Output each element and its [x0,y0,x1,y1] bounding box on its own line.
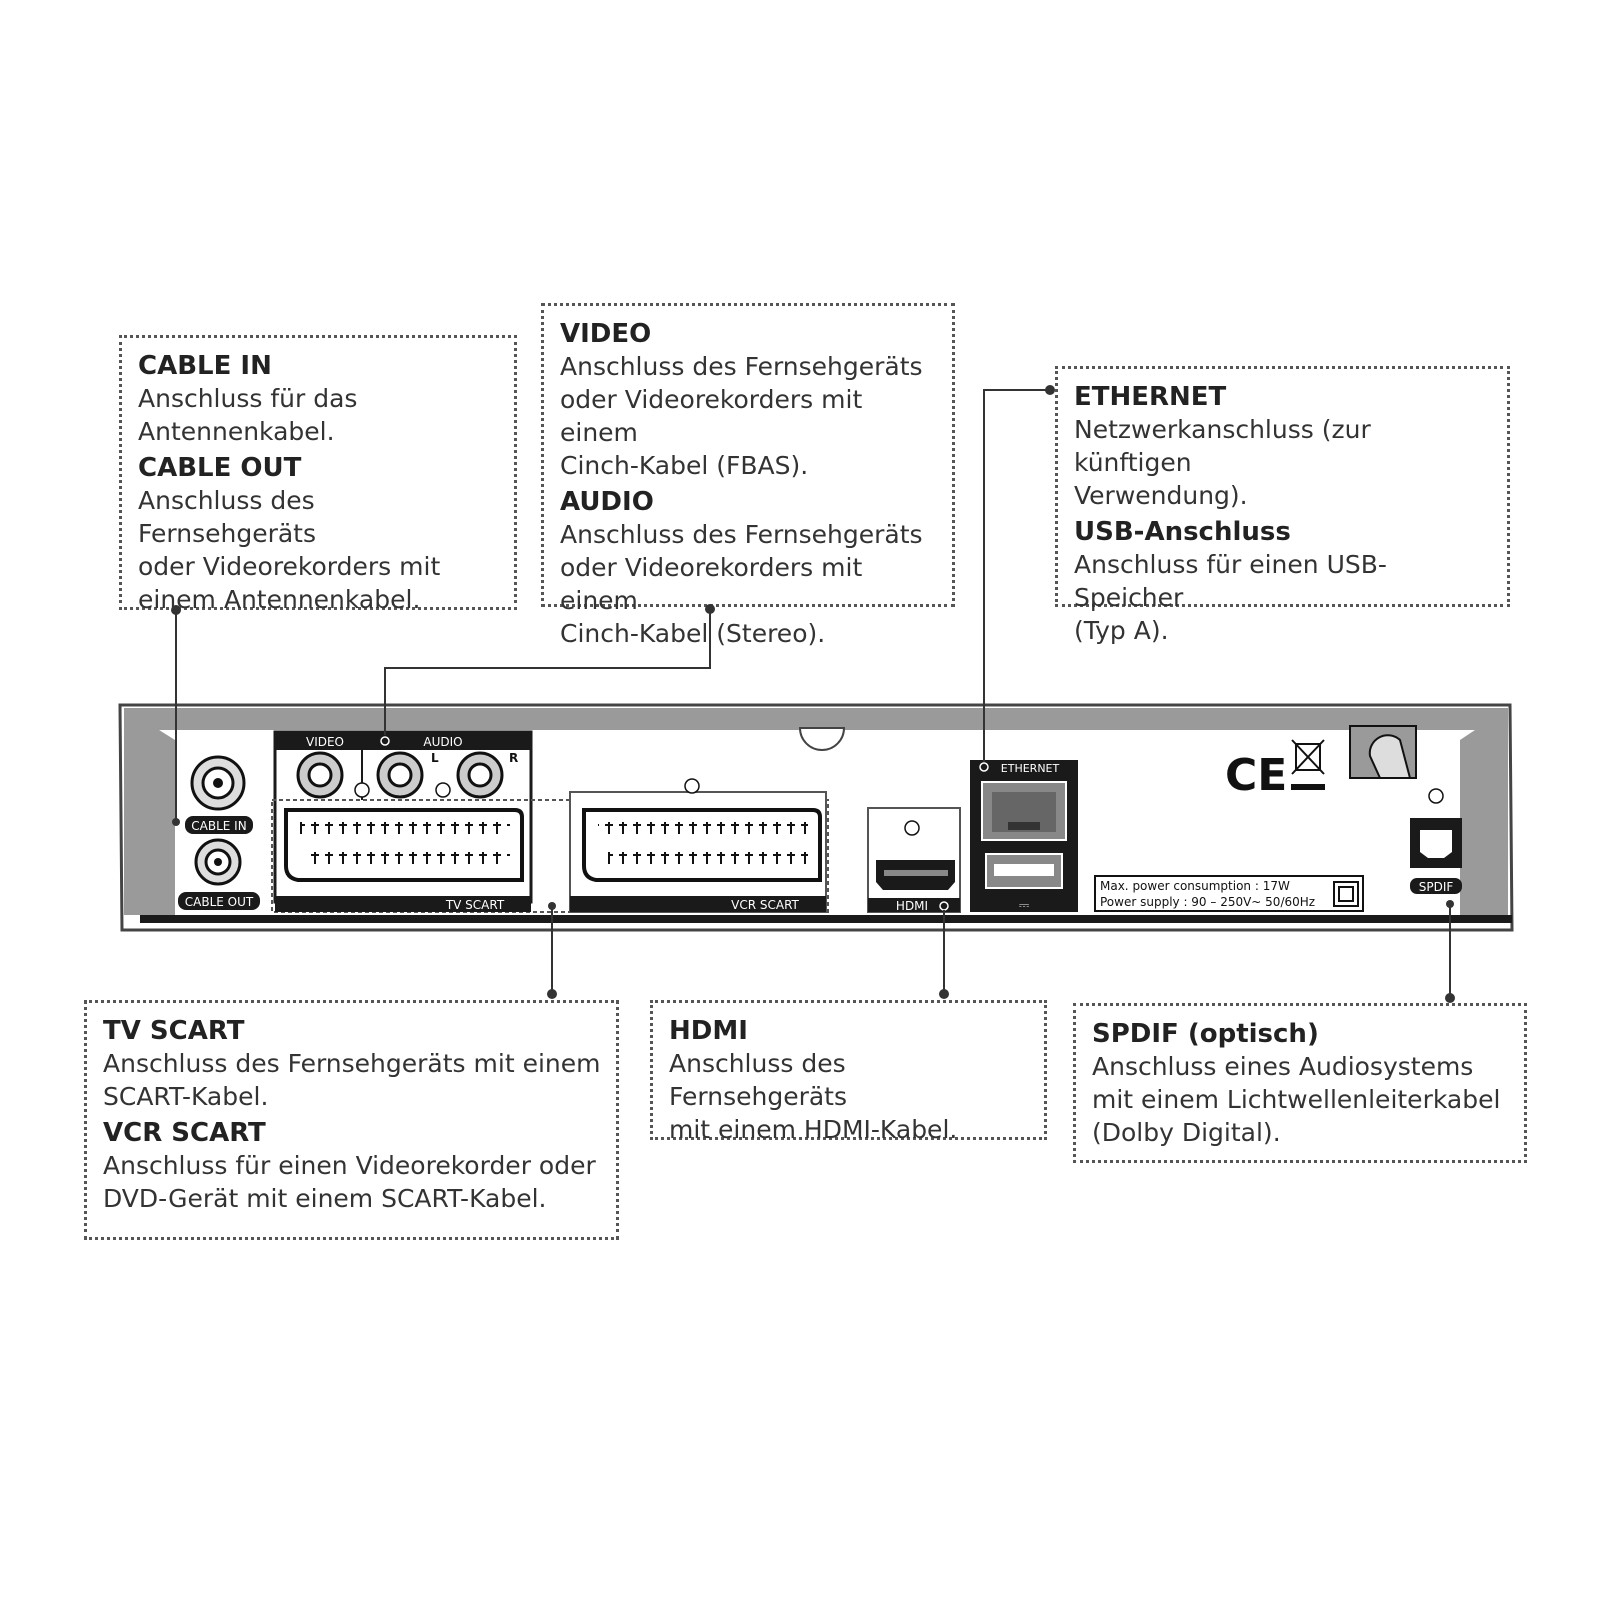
callout-title-hdmi: HDMI [669,1016,748,1046]
callout-title-audio: AUDIO [560,487,654,517]
label-cable-in: CABLE IN [191,819,246,833]
hdmi-port: HDMI [867,807,961,913]
callout-spdif: SPDIF (optisch) Anschluss eines Audiosys… [1073,1003,1527,1163]
callout-title-ethernet: ETHERNET [1074,382,1227,412]
certification-marks: CE [1225,739,1325,801]
ethernet-usb-ports: ETHERNET ⎓ [970,760,1078,913]
weee-bin-icon [1291,739,1325,790]
callout-ethernet-usb: ETHERNET Netzwerkanschluss (zur künftige… [1055,366,1510,645]
callout-title-cable-in: CABLE IN [138,351,272,381]
spdif-port: SPDIF [1410,788,1462,894]
callout-title-cable-out: CABLE OUT [138,453,302,483]
leader-lines [175,389,1451,998]
power-consumption-text: Max. power consumption : 17W [1100,879,1290,893]
callout-title-vcr-scart: VCR SCART [103,1118,266,1148]
power-rating-label: Max. power consumption : 17W Power suppl… [1094,875,1364,912]
label-audio-l: L [431,751,439,765]
cable-out-port: CABLE OUT [178,838,260,910]
tv-scart-port: TV SCART [271,799,829,913]
callout-text-usb: Anschluss für einen USB-Speicher(Typ A). [1074,550,1387,645]
label-ethernet: ETHERNET [1001,762,1060,775]
callout-title-spdif: SPDIF (optisch) [1092,1019,1319,1049]
power-supply-text: Power supply : 90 – 250V~ 50/60Hz [1100,895,1315,909]
label-spdif: SPDIF [1419,880,1454,894]
usb-icon: ⎓ [1019,898,1029,913]
label-vcr-scart: VCR SCART [731,898,799,912]
callout-title-tv-scart: TV SCART [103,1016,245,1046]
power-cord [1349,725,1417,779]
label-video: VIDEO [306,735,344,749]
label-hdmi: HDMI [896,899,928,913]
callout-title-video: VIDEO [560,319,652,349]
ce-mark-icon: CE [1225,750,1287,801]
label-audio-r: R [509,751,518,765]
callout-title-usb: USB-Anschluss [1074,517,1291,547]
cable-in-port: CABLE IN [185,755,253,834]
leader-dots [171,385,1455,1003]
callout-scart: TV SCART Anschluss des Fernsehgeräts mit… [84,1000,619,1240]
vcr-scart-port: VCR SCART [569,778,827,913]
label-cable-out: CABLE OUT [185,895,254,909]
label-audio: AUDIO [423,735,462,749]
label-tv-scart: TV SCART [445,898,505,912]
